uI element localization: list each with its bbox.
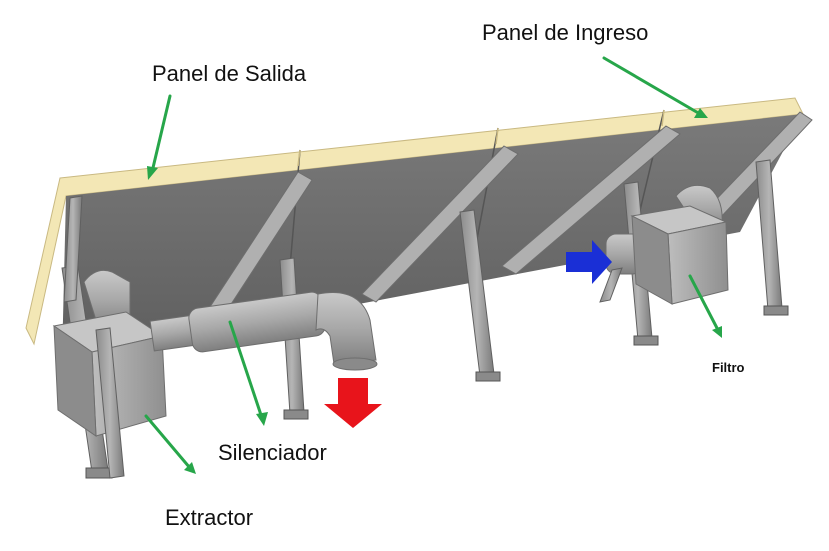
leg-foot	[85, 467, 113, 479]
panel-seam	[661, 109, 665, 127]
label-silenciador: Silenciador	[218, 440, 327, 465]
leg	[63, 195, 83, 303]
leg-foot	[283, 409, 309, 420]
label-panel-salida: Panel de Salida	[152, 61, 307, 86]
panel-seam	[297, 149, 301, 167]
leader-silenciador-head	[256, 412, 268, 426]
filter-box-side	[631, 215, 673, 305]
outlet-airflow-arrow	[324, 378, 382, 428]
leg	[755, 159, 783, 311]
label-panel-ingreso: Panel de Ingreso	[482, 20, 649, 45]
leader-filtro	[688, 274, 720, 332]
extractor-box-side	[53, 325, 97, 437]
brace	[361, 145, 519, 303]
leader-panel-salida-head	[147, 166, 158, 180]
leader-panel-ingreso-head	[694, 108, 708, 118]
silencer-duct	[149, 291, 378, 371]
brace	[501, 125, 681, 275]
leader-extractor-head	[184, 462, 196, 474]
duct-elbow	[315, 292, 377, 365]
panel-seam	[495, 127, 499, 145]
leg	[95, 327, 125, 479]
label-filtro: Filtro	[712, 360, 745, 375]
leader-extractor	[144, 414, 192, 470]
leg-foot	[763, 305, 789, 316]
leader-panel-salida	[150, 94, 172, 174]
leader-panel-ingreso	[602, 56, 702, 116]
leg	[599, 267, 623, 303]
label-extractor: Extractor	[165, 505, 254, 530]
leg-foot	[475, 371, 501, 382]
inlet-airflow-arrow	[566, 240, 612, 284]
extractor-unit	[52, 269, 167, 479]
leader-lines	[144, 56, 722, 474]
filter-unit	[599, 184, 729, 305]
duct-outlet	[332, 357, 378, 371]
leg-foot	[633, 335, 659, 346]
leader-filtro-head	[712, 326, 722, 338]
leader-silenciador	[228, 320, 264, 420]
